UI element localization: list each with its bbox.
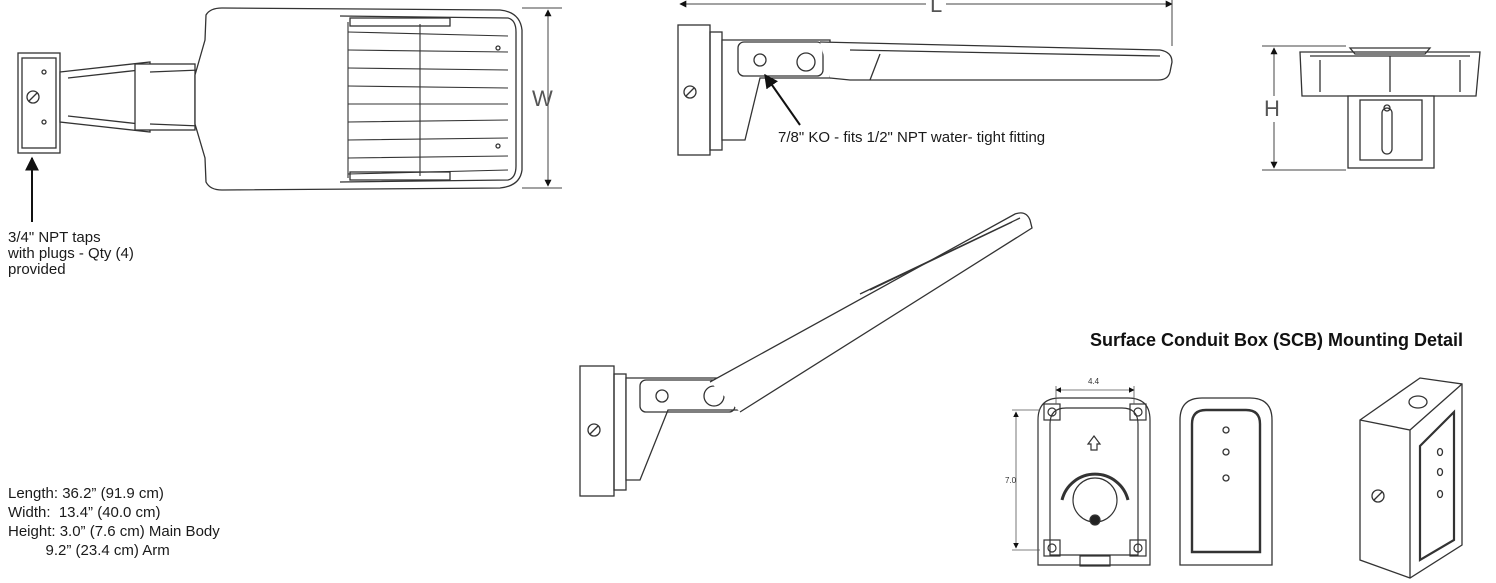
height-dimension-label: H xyxy=(1264,96,1280,122)
side-view-drawing xyxy=(677,24,1173,156)
knockout-callout-arrow xyxy=(764,73,801,126)
spec-width: Width: 13.4” (40.0 cm) xyxy=(8,504,161,521)
width-dimension-label: W xyxy=(532,86,553,111)
spec-length: Length: 36.2” (91.9 cm) xyxy=(8,485,164,502)
npt-taps-line-2: with plugs - Qty (4) xyxy=(8,245,134,262)
length-dimension-label: L xyxy=(926,0,947,18)
scb-title: Surface Conduit Box (SCB) Mounting Detai… xyxy=(1090,330,1463,350)
scb-front-view-drawing xyxy=(1037,397,1151,567)
npt-taps-line-1: 3/4" NPT taps xyxy=(8,229,101,246)
angled-arm-view-drawing xyxy=(579,212,1033,497)
scb-width-dimension: 4.4 xyxy=(1088,377,1100,386)
top-view-drawing xyxy=(17,7,523,191)
npt-taps-callout: 3/4" NPT taps with plugs - Qty (4) provi… xyxy=(8,230,134,278)
front-view-drawing xyxy=(1299,47,1481,169)
scb-isometric-view-drawing xyxy=(1359,377,1463,579)
specifications-block: Length: 36.2” (91.9 cm) Width: 13.4” (40… xyxy=(8,484,220,560)
scb-dimension-lines xyxy=(1012,386,1135,551)
npt-taps-line-3: provided xyxy=(8,261,66,278)
width-dimension-line xyxy=(522,7,562,189)
scb-cover-view-drawing xyxy=(1179,397,1273,566)
knockout-callout: 7/8" KO - fits 1/2" NPT water- tight fit… xyxy=(778,129,1046,146)
spec-height: Height: 3.0” (7.6 cm) Main Body xyxy=(8,523,220,540)
spec-height-arm: 9.2” (23.4 cm) Arm xyxy=(8,542,170,559)
scb-height-dimension: 7.0 xyxy=(1005,476,1017,485)
